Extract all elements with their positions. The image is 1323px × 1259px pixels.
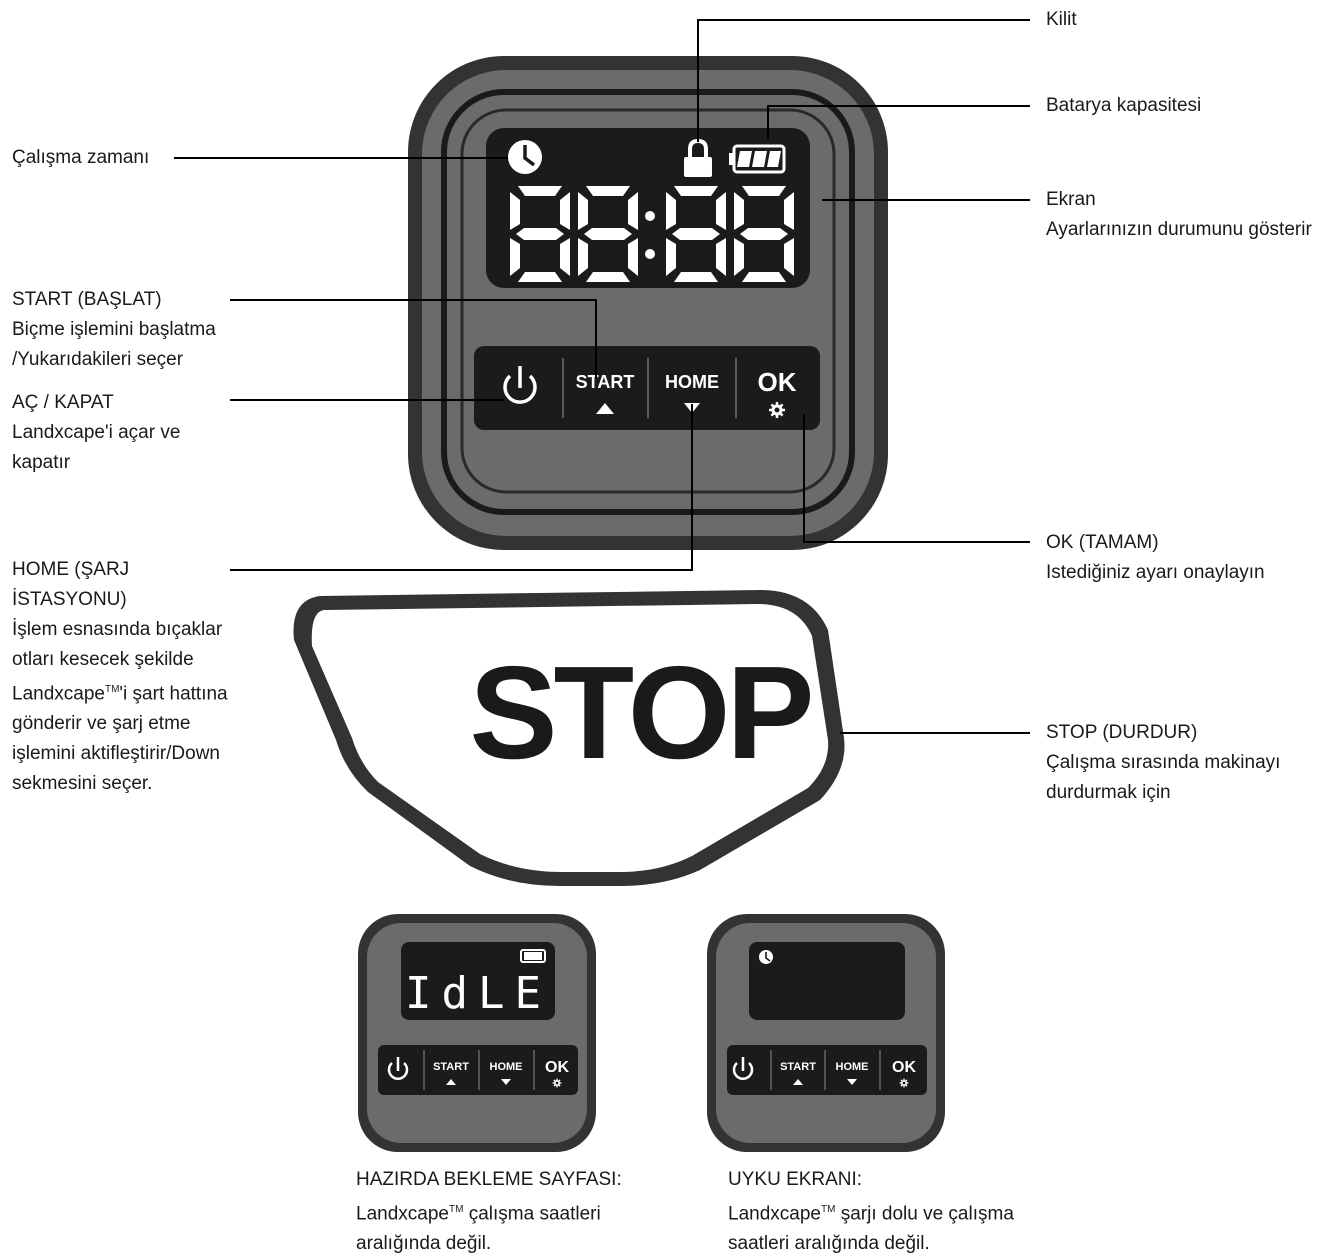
idle-screen-panel: IdLE START HOME OK	[358, 914, 596, 1152]
start-button[interactable]: START	[564, 348, 648, 428]
idle-display-text: IdLE	[405, 968, 551, 1019]
home-button[interactable]: HOME	[836, 1061, 869, 1085]
screen-label-title: Ekran	[1046, 189, 1096, 210]
start-button[interactable]: START	[433, 1061, 469, 1085]
battery-icon	[520, 949, 546, 963]
up-arrow-icon	[793, 1079, 803, 1085]
ok-button-label: OK	[758, 367, 797, 397]
home-label-desc: İşlem esnasında bıçaklar otları kesecek …	[12, 619, 228, 795]
home-label-title: HOME (ŞARJ İSTASYONU)	[12, 559, 130, 610]
sleep-screen-panel: START HOME OK	[707, 914, 945, 1152]
ok-button[interactable]: OK	[892, 1059, 916, 1089]
sleep-caption: UYKU EKRANI: LandxcapeTM şarjı dolu ve ç…	[728, 1169, 1014, 1255]
screen-label-desc: Ayarlarınızın durumunu gösterir	[1046, 219, 1312, 240]
idle-caption: HAZIRDA BEKLEME SAYFASI: LandxcapeTM çal…	[356, 1169, 622, 1255]
stop-label-title: STOP (DURDUR)	[1046, 722, 1198, 743]
stop-button[interactable]: STOP	[293, 590, 845, 886]
ok-label-title: OK (TAMAM)	[1046, 532, 1159, 553]
callout-lines	[174, 19, 1030, 734]
svg-text:OK: OK	[545, 1059, 569, 1076]
up-arrow-icon	[596, 403, 614, 414]
ok-label-desc: Istediğiniz ayarı onaylayın	[1046, 562, 1265, 583]
home-button[interactable]: HOME	[490, 1061, 523, 1085]
svg-text:HOME: HOME	[836, 1061, 869, 1073]
start-label-title: START (BAŞLAT)	[12, 289, 162, 310]
svg-text:OK: OK	[892, 1059, 916, 1076]
ok-button[interactable]: OK	[545, 1059, 569, 1089]
svg-text:HOME: HOME	[490, 1061, 523, 1073]
power-icon[interactable]	[732, 1057, 754, 1080]
time-readout	[510, 186, 794, 282]
battery-icon	[729, 144, 786, 174]
svg-text:START: START	[433, 1061, 469, 1073]
power-label-title: AÇ / KAPAT	[12, 392, 114, 413]
work-time-label: Çalışma zamanı	[12, 147, 150, 168]
lock-label: Kilit	[1046, 9, 1077, 30]
svg-text:START: START	[780, 1061, 816, 1073]
power-icon	[503, 366, 537, 404]
main-control-panel: START HOME OK	[408, 56, 888, 550]
start-button-label: START	[576, 372, 635, 392]
stop-label-desc: Çalışma sırasında makinayı durdurmak içi…	[1046, 752, 1281, 803]
home-button-label: HOME	[665, 372, 719, 392]
power-icon[interactable]	[387, 1057, 409, 1080]
up-arrow-icon	[446, 1079, 456, 1085]
down-arrow-icon	[501, 1079, 511, 1085]
start-label-desc: Biçme işlemini başlatma /Yukarıdakileri …	[12, 319, 216, 370]
start-button[interactable]: START	[780, 1061, 816, 1085]
power-label-desc: Landxcape'i açar ve kapatır	[12, 422, 181, 473]
battery-label: Batarya kapasitesi	[1046, 95, 1202, 116]
ok-button[interactable]: OK	[737, 348, 819, 428]
clock-icon	[759, 950, 773, 964]
stop-label: STOP	[469, 639, 810, 786]
clock-icon	[508, 140, 542, 174]
down-arrow-icon	[847, 1079, 857, 1085]
power-button[interactable]	[476, 348, 562, 428]
